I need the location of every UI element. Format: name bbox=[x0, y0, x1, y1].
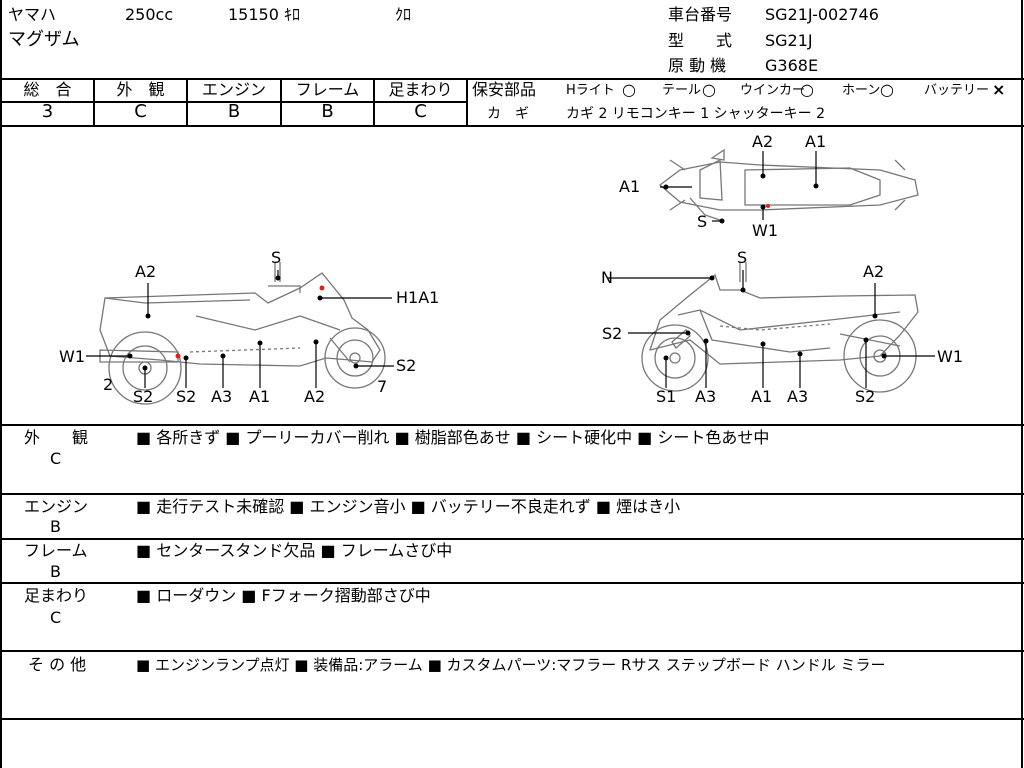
left-side-view bbox=[99, 262, 386, 405]
diagram-label: A3 bbox=[211, 387, 233, 406]
safety-item-horn: ホーン bbox=[842, 83, 881, 98]
diagram-label: W1 bbox=[752, 221, 778, 240]
diagram-label: 2 bbox=[103, 375, 114, 394]
remark-grade-engine: B bbox=[50, 517, 61, 536]
remark-label-suspension: 足まわり bbox=[24, 586, 89, 605]
grade-header-engine: エンジン bbox=[201, 80, 266, 99]
diagram-label: A3 bbox=[787, 387, 809, 406]
grade-header-exterior: 外 観 bbox=[116, 80, 165, 99]
grade-header-suspension: 足まわり bbox=[388, 80, 453, 99]
diagram-label: A1 bbox=[619, 177, 641, 196]
grade-value-total: 3 bbox=[41, 101, 54, 122]
horn-mark: ○ bbox=[880, 80, 894, 99]
grade-value-engine: B bbox=[227, 101, 241, 122]
diagram-label: A2 bbox=[752, 132, 774, 151]
remark-text-other: ■ エンジンランプ点灯 ■ 装備品:アラーム ■ カスタムパーツ:マフラー Rサ… bbox=[136, 656, 886, 674]
divider bbox=[0, 78, 1024, 80]
type-value: SG21J bbox=[765, 31, 813, 50]
headlight-mark: ○ bbox=[622, 80, 636, 99]
safety-item-battery: バッテリー bbox=[924, 83, 990, 98]
engine-label: 原 動 機 bbox=[668, 56, 727, 75]
divider bbox=[373, 78, 375, 126]
diagram-label: A3 bbox=[695, 387, 717, 406]
frame-number-label: 車台番号 bbox=[668, 5, 733, 24]
diagram-label: S2 bbox=[133, 387, 154, 406]
divider bbox=[0, 718, 1024, 720]
diagram-label: A1 bbox=[249, 387, 271, 406]
grade-value-exterior: C bbox=[134, 101, 147, 122]
diagram-label: H1A1 bbox=[396, 288, 440, 307]
tail-mark: ○ bbox=[702, 80, 716, 99]
diagram-label: S bbox=[271, 248, 282, 267]
remark-label-other: そ の 他 bbox=[28, 655, 87, 674]
displacement: 250cc bbox=[125, 5, 174, 24]
frame-number: SG21J-002746 bbox=[765, 5, 879, 24]
remark-label-frame: フレーム bbox=[24, 541, 88, 560]
model-name: マグザム bbox=[8, 29, 80, 50]
divider bbox=[0, 101, 468, 103]
diagram-label: S2 bbox=[855, 387, 876, 406]
divider bbox=[186, 78, 188, 126]
divider bbox=[0, 650, 1024, 652]
safety-label: 保安部品 bbox=[472, 80, 537, 99]
diagram-label: A2 bbox=[863, 262, 885, 281]
divider bbox=[466, 78, 468, 126]
diagram-label: S2 bbox=[602, 324, 623, 343]
divider bbox=[0, 538, 1024, 540]
divider bbox=[93, 78, 95, 126]
mileage: 15150 ｷﾛ bbox=[228, 5, 300, 24]
diagram-label: S bbox=[697, 212, 708, 231]
engine-value: G368E bbox=[765, 56, 819, 75]
remark-text-engine: ■ 走行テスト未確認 ■ エンジン音小 ■ バッテリー不良走れず ■ 煙はき小 bbox=[136, 497, 681, 516]
key-detail: カギ 2 リモコンキー 1 シャッターキー 2 bbox=[566, 106, 825, 122]
diagram-label: S2 bbox=[396, 356, 417, 375]
color: ｸﾛ bbox=[395, 5, 412, 24]
remark-text-frame: ■ センタースタンド欠品 ■ フレームさび中 bbox=[136, 541, 453, 560]
diagram-label: S1 bbox=[656, 387, 677, 406]
diagram-label: W1 bbox=[937, 347, 963, 366]
diagram-label: S2 bbox=[176, 387, 197, 406]
winker-mark: ○ bbox=[800, 80, 814, 99]
safety-item-headlight: Hライト bbox=[566, 83, 615, 98]
maker: ヤマハ bbox=[8, 5, 57, 24]
remark-label-engine: エンジン bbox=[24, 497, 89, 516]
remark-text-suspension: ■ ローダウン ■ Fフォーク摺動部さび中 bbox=[136, 586, 431, 605]
divider bbox=[280, 78, 282, 126]
grade-header-frame: フレーム bbox=[295, 80, 360, 99]
key-label: カ ギ bbox=[487, 106, 529, 122]
top-view bbox=[658, 148, 919, 221]
divider bbox=[1021, 0, 1023, 768]
diagram-label: A2 bbox=[135, 262, 157, 281]
type-label: 型 式 bbox=[668, 31, 733, 50]
battery-mark: × bbox=[992, 80, 1006, 99]
safety-item-tail: テール bbox=[662, 83, 702, 98]
grade-header-total: 総 合 bbox=[23, 80, 72, 99]
remark-grade-exterior: C bbox=[50, 449, 62, 468]
remark-label-exterior: 外 観 bbox=[24, 428, 89, 447]
grade-value-frame: B bbox=[321, 101, 334, 122]
divider bbox=[0, 125, 1024, 127]
remark-text-exterior: ■ 各所きず ■ プーリーカバー削れ ■ 樹脂部色あせ ■ シート硬化中 ■ シ… bbox=[136, 428, 770, 447]
diagram-label: A1 bbox=[751, 387, 773, 406]
grade-value-suspension: C bbox=[414, 101, 427, 122]
divider bbox=[0, 493, 1024, 495]
diagram-label: 7 bbox=[377, 377, 388, 396]
diagram-label: A1 bbox=[805, 132, 827, 151]
divider bbox=[0, 582, 1024, 584]
divider bbox=[0, 424, 1024, 426]
remark-grade-frame: B bbox=[50, 562, 61, 581]
safety-item-winker: ウインカー bbox=[740, 83, 806, 98]
diagram-label: N bbox=[601, 268, 613, 287]
remark-grade-suspension: C bbox=[50, 608, 62, 627]
divider bbox=[0, 0, 2, 768]
diagram-label: W1 bbox=[59, 347, 85, 366]
diagram-label: A2 bbox=[304, 387, 326, 406]
diagram-label: S bbox=[737, 248, 748, 267]
